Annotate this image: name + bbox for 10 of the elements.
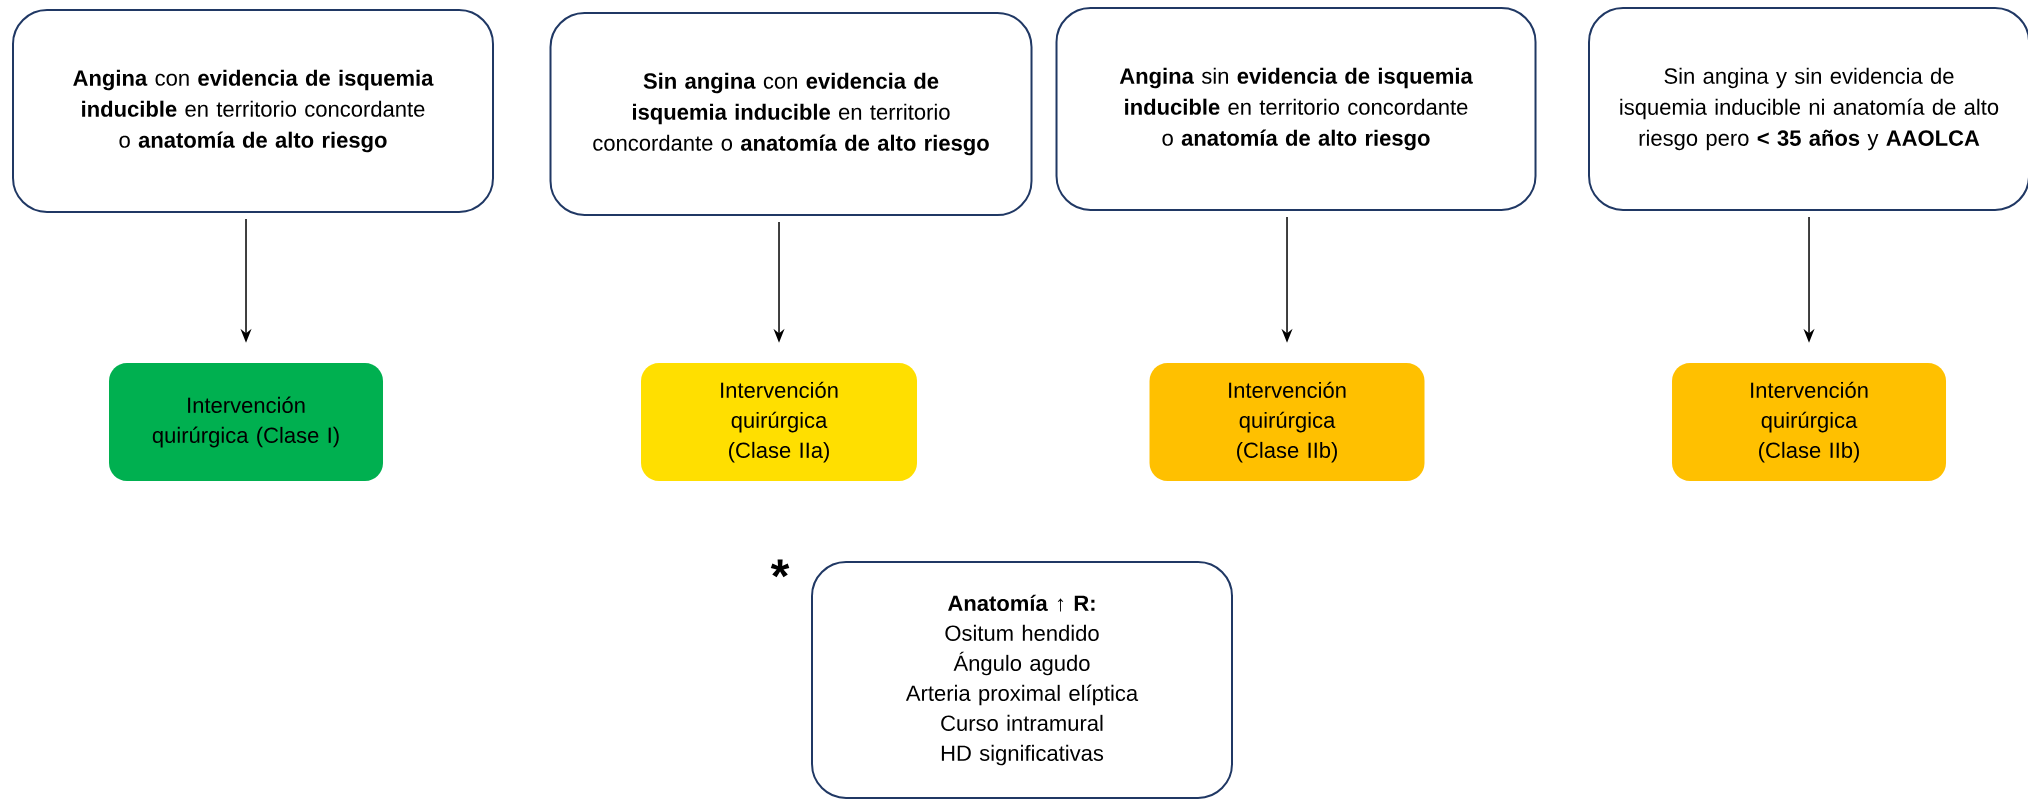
condition-box: Sin angina y sin evidencia de isquemia inducible ni anatomía de alto riesgo pero < 35 años y AAOLCA [1588, 7, 2028, 211]
condition-box: Sin angina con evidencia de isquemia inducible en territorio concordante o anatomía de alto riesgo [549, 12, 1033, 216]
outcome-box: Intervención quirúrgica (Clase IIb) [1672, 363, 1946, 481]
outcome-box: Intervención quirúrgica (Clase IIb) [1149, 363, 1425, 481]
condition-box: Angina sin evidencia de isquemia inducible en territorio concordante o anatomía de alto riesgo [1055, 7, 1537, 211]
condition-box: Angina con evidencia de isquemia inducible en territorio concordante o anatomía de alto riesgo [12, 9, 494, 213]
outcome-box: Intervención quirúrgica (Clase IIa) [641, 363, 917, 481]
asterisk: * [770, 559, 790, 578]
outcome-box: Intervención quirúrgica (Clase I) [109, 363, 383, 481]
note-box: Anatomía ↑ R: Ositum hendido Ángulo agudo Arteria proximal elíptica Curso intramural HD significativas [811, 561, 1233, 799]
